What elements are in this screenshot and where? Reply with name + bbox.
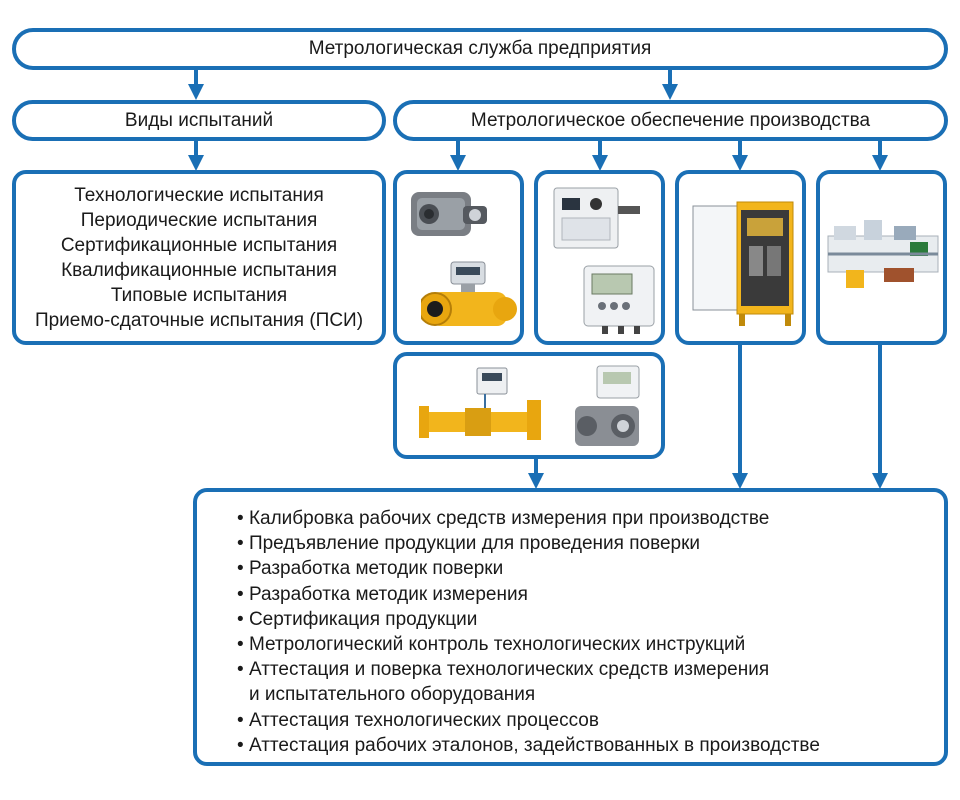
list-item: Сертификация продукции (237, 607, 944, 632)
list-item: Разработка методик поверки (237, 556, 944, 581)
electronic-corrector-icon (578, 262, 660, 338)
list-item: Калибровка рабочих средств измерения при… (237, 506, 944, 531)
meter-with-corrector-icon (567, 362, 653, 454)
list-item: Периодические испытания (80, 209, 318, 231)
tasks-list-box: Калибровка рабочих средств измерения при… (193, 488, 948, 766)
list-item: Аттестация технологических процессов (237, 708, 944, 733)
list-item: Технологические испытания (74, 184, 324, 206)
list-item: Метрологический контроль технологических… (237, 632, 944, 657)
list-item: Сертификационные испытания (60, 234, 338, 256)
list-item-continuation: и испытательного оборудования (249, 684, 536, 706)
rotary-gas-meter-icon (403, 180, 493, 250)
support-header-box: Метрологическое обеспечение производства (393, 100, 948, 141)
yellow-cabinet-icon (689, 192, 801, 332)
test-bench-icon (824, 208, 942, 308)
image-box-assemblies (393, 352, 665, 459)
list-item: Аттестация и поверка технологических сре… (237, 657, 944, 682)
image-box-bench (816, 170, 947, 345)
tests-list-box: Технологические испытания Периодические … (12, 170, 386, 345)
list-item: Приемо-сдаточные испытания (ПСИ) (34, 309, 364, 331)
tests-header-box: Виды испытаний (12, 100, 386, 141)
list-item: Предъявление продукции для проведения по… (237, 531, 944, 556)
flow-computer-icon (550, 182, 646, 252)
pipeline-meter-assembly-icon (415, 364, 545, 450)
image-box-electronics (534, 170, 665, 345)
list-item: Типовые испытания (110, 284, 288, 306)
support-title: Метрологическое обеспечение производства (470, 109, 871, 131)
tests-title: Виды испытаний (124, 109, 274, 131)
top-title: Метрологическая служба предприятия (308, 38, 652, 59)
list-item: Аттестация рабочих эталонов, задействова… (237, 733, 944, 758)
list-item: Квалификационные испытания (61, 259, 337, 281)
top-box: Метрологическая служба предприятия (12, 28, 948, 70)
turbine-gas-meter-icon (421, 258, 517, 340)
list-item: Разработка методик измерения (237, 582, 944, 607)
image-box-meters (393, 170, 524, 345)
image-box-cabinet (675, 170, 806, 345)
